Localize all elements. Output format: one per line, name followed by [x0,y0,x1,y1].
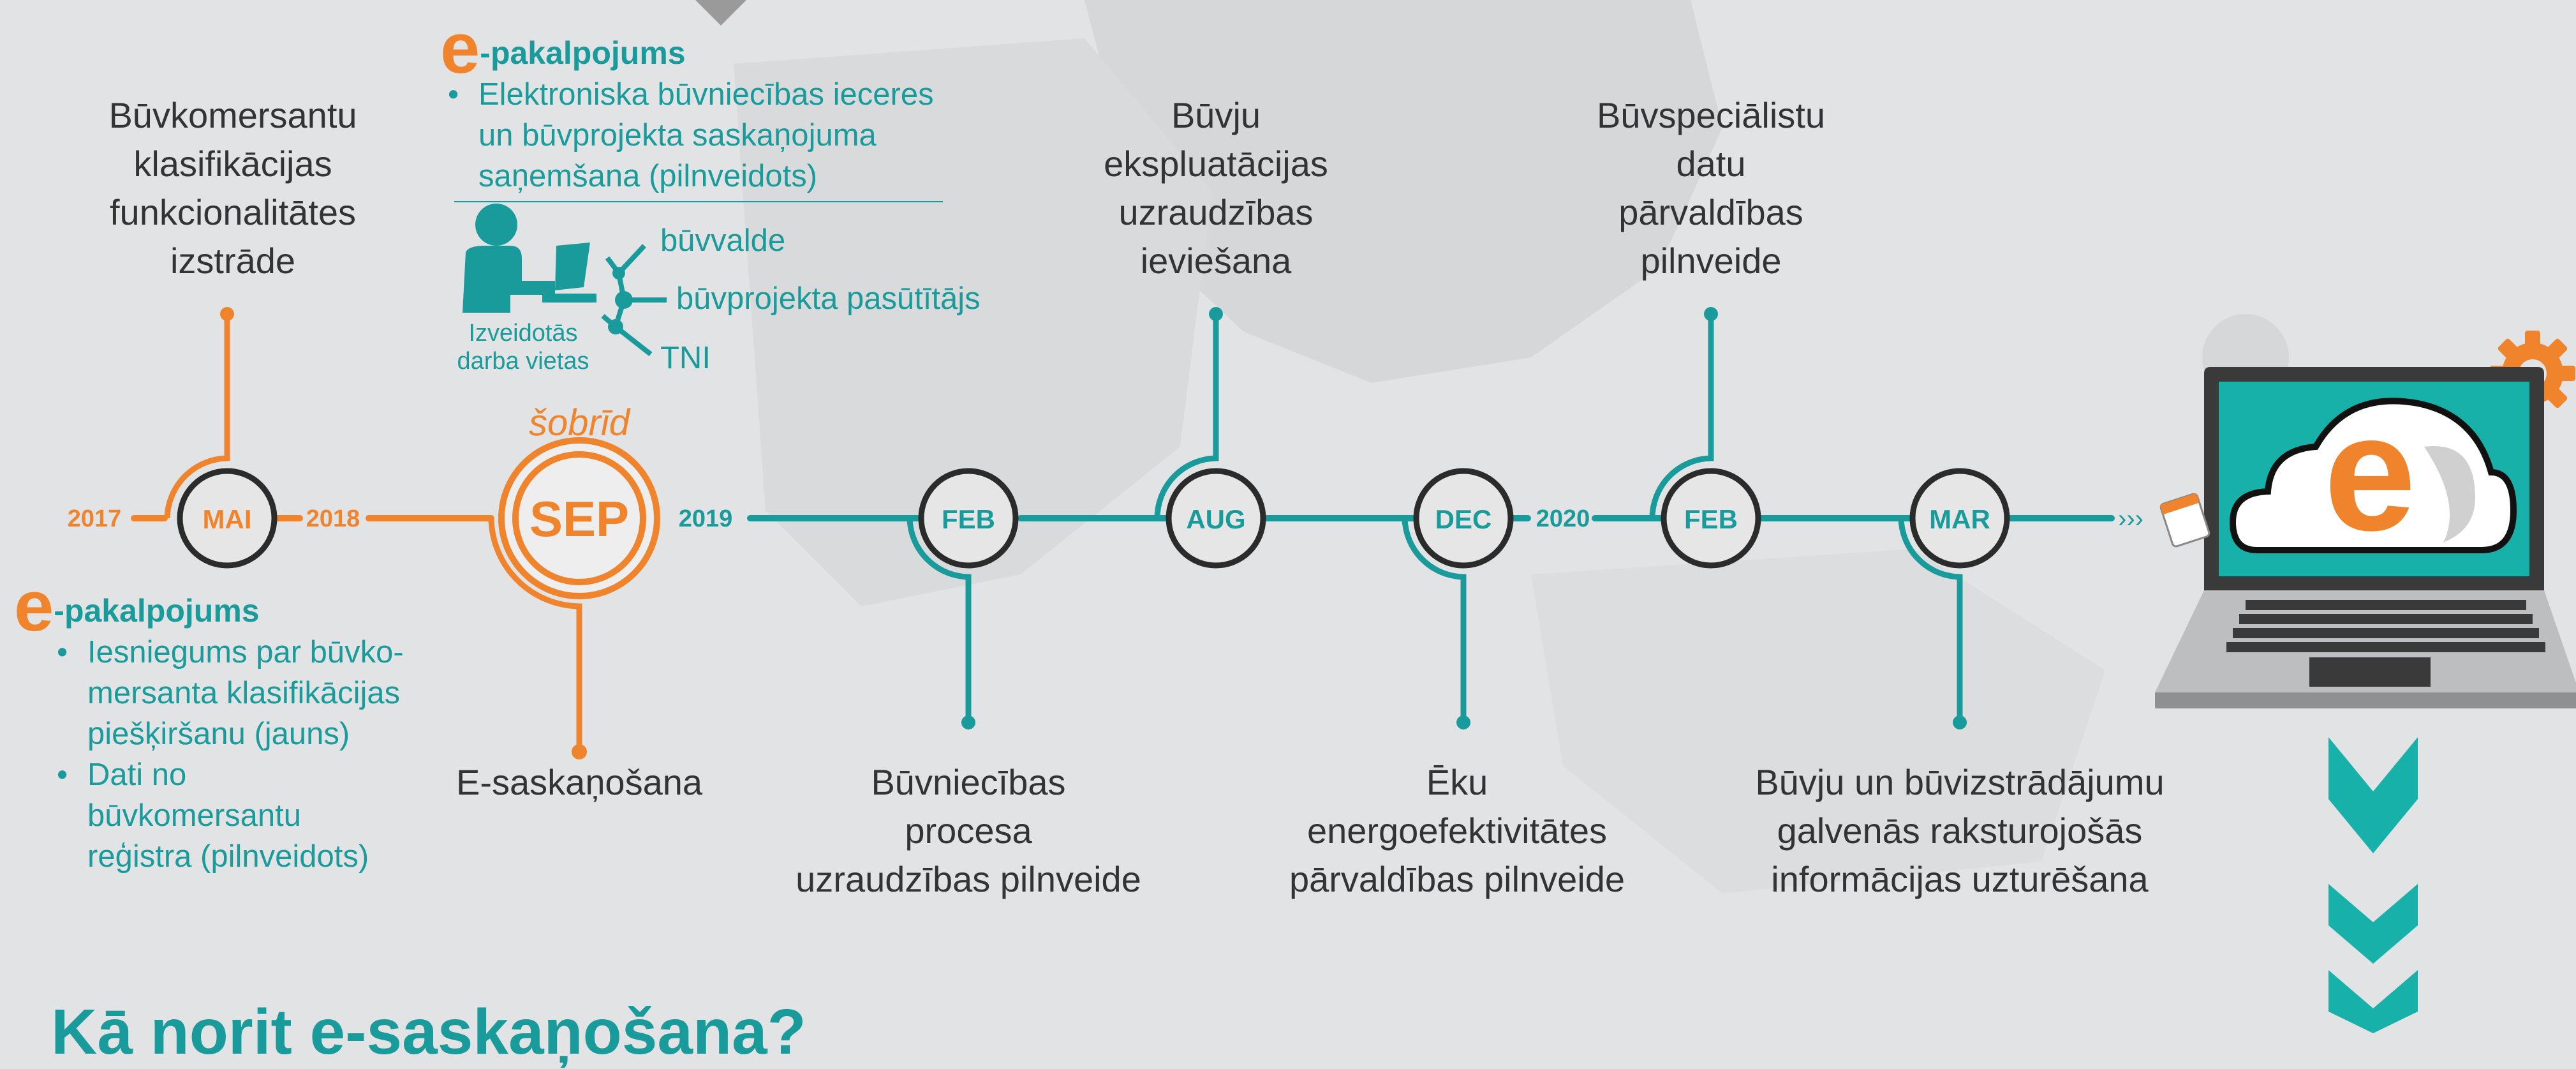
month-node-mar: MAR [1909,468,2010,569]
connector-feb-2020 [1649,307,1718,519]
month-node-feb-2020: FEB [1661,468,1761,569]
current-label: šobrīd [529,402,631,444]
milestone-top-ekspluatacija: Būvju ekspluatācijas uzraudzības ievieša… [1104,95,1328,281]
month-node-sep: SEP [498,437,660,599]
year-label-2019: 2019 [679,505,733,532]
month-label: AUG [1186,504,1245,534]
role-pasutitajs: būvprojekta pasūtītājs [676,281,981,316]
connector-aug [1154,307,1223,519]
connector-dec [1402,518,1470,729]
role-tni: TNI [660,341,711,375]
month-label: FEB [1684,504,1738,534]
epakalpojums-bottom: e-pakalpojums Iesniegums par būvko- mers… [14,566,461,877]
connector-sep [488,518,587,759]
month-node-mai: MAI [177,468,278,569]
year-label-2017: 2017 [68,505,122,532]
list-item-continuation: un būvprojekta saskaņojuma [478,118,877,153]
connector-mar [1898,518,1967,729]
svg-text:›››: ››› [2118,505,2143,533]
month-label: MAI [203,504,252,534]
milestone-bottom-energoefektivitate: Ēku energoefektivitātes pārvaldības piln… [1289,762,1625,899]
epakalpojums-title: e-pakalpojums [440,8,686,88]
laptop-illustration: e [2155,314,2576,708]
role-buvvalde: būvvalde [660,223,786,258]
month-node-aug: AUG [1166,468,1266,569]
keyboard-icon [2226,600,2545,687]
timeline: ››› MAI SEP FEB [68,201,2576,1033]
milestone-bottom-buvju-informacija: Būvju un būvizstrādājumu galvenās rakstu… [1755,762,2165,899]
list-item: Elektroniska būvniecības ieceres [448,74,1014,115]
timeline-lines: ››› [131,505,2143,533]
list-item: Iesniegums par būvko- mersanta klasifikā… [57,632,461,754]
month-label: SEP [529,491,629,547]
chevron-down-icon [2328,737,2418,1033]
milestone-bottom-esaskanosana: E-saskaņošana [455,762,702,802]
list-item: Dati no būvkomersantu reģistra (pilnveid… [57,754,461,877]
year-label-2018: 2018 [306,505,360,532]
epakalpojums-top: e-pakalpojums Elektroniska būvniecības i… [440,8,1014,197]
month-label: FEB [942,504,995,534]
epakalpojums-list: Elektroniska būvniecības ieceres un būvp… [440,74,1014,197]
milestone-top-buvspecialisti: Būvspeciālistu datu pārvaldības pilnveid… [1597,95,1825,281]
section-heading: Kā norit e-saskaņošana? [51,996,806,1068]
month-node-feb-2019: FEB [918,468,1019,569]
cloud-logo-icon: e [2229,380,2517,565]
milestone-bottom-buvniecibas-procesa: Būvniecības procesa uzraudzības pilnveid… [796,762,1141,899]
roles-connector-icon [601,244,667,357]
month-label: MAR [1929,504,1990,534]
calendar-icon [2159,493,2210,548]
laptop-logo-letter: e [2324,380,2417,565]
connector-feb-2019 [907,518,975,729]
connector-mai [164,307,234,519]
month-node-dec: DEC [1413,468,1514,569]
milestone-top-klasifikacija: Būvkomersantu klasifikācijas funkcionali… [108,95,357,281]
year-label-2020: 2020 [1536,505,1590,532]
person-at-computer-icon [463,204,596,313]
epakalpojums-list: Iesniegums par būvko- mersanta klasifikā… [14,632,461,877]
epakalpojums-title: e-pakalpojums [14,566,260,646]
month-label: DEC [1435,504,1492,534]
workplace-caption: Izveidotās darba vietas [457,320,589,375]
list-item-continuation: saņemšana (pilnveidots) [478,159,818,193]
